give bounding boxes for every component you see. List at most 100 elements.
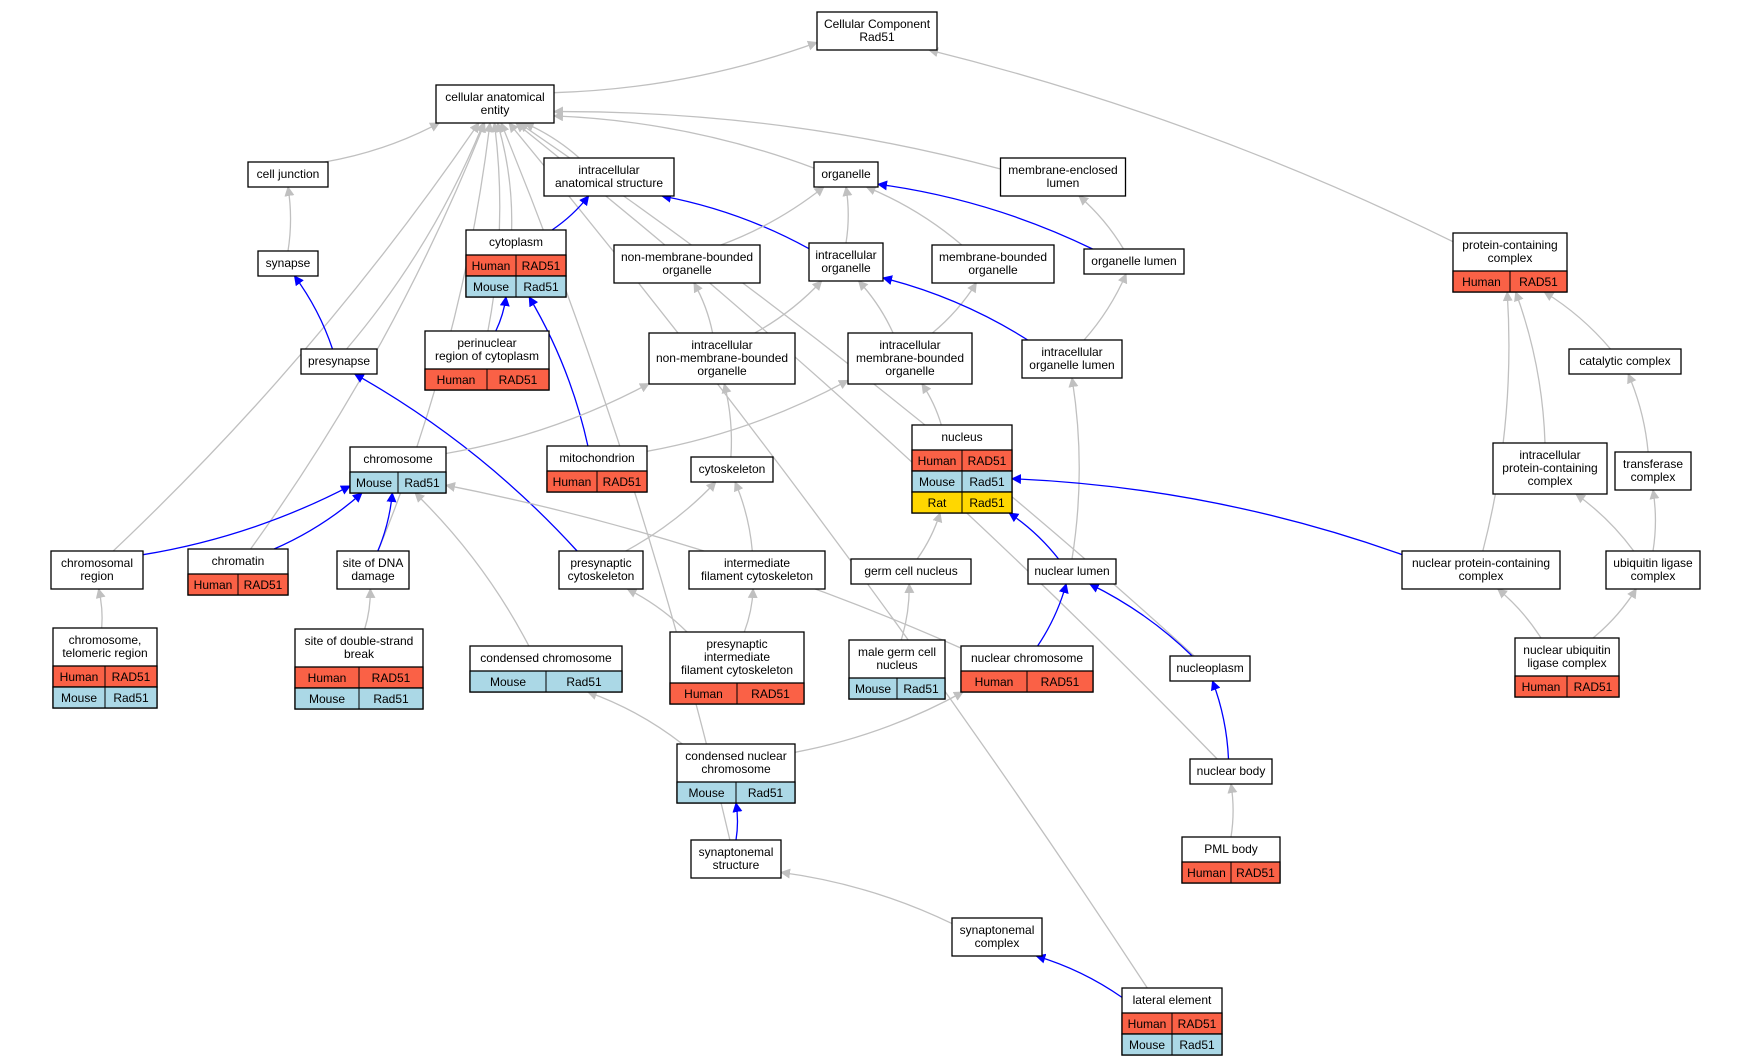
term-node-presynapse[interactable]: presynapse — [300, 348, 378, 375]
term-label: presynapse — [308, 354, 370, 368]
term-box — [816, 11, 938, 51]
term-label: organelle — [968, 263, 1018, 277]
edge-chromregion-to-chromosome — [142, 485, 351, 556]
term-label: organelle lumen — [1091, 254, 1176, 268]
term-node-inmbo[interactable]: intracellularnon-membrane-boundedorganel… — [648, 332, 796, 385]
edge-perinuc-to-cytoplasm — [495, 296, 510, 332]
gene-label: RAD51 — [968, 454, 1007, 468]
term-node-nucbody[interactable]: nuclear body — [1189, 758, 1273, 785]
term-label: intracellular — [1041, 345, 1102, 359]
term-label: synaptonemal — [699, 845, 774, 859]
term-box — [847, 332, 973, 385]
term-label: protein-containing — [1462, 238, 1557, 252]
edge-telomeric-to-chromregion — [95, 588, 106, 629]
term-label: cellular anatomical — [445, 90, 544, 104]
edge-mbo-to-organelle — [865, 185, 963, 246]
term-label: membrane-bounded — [939, 250, 1047, 264]
edge-iol-to-io — [882, 275, 1029, 341]
term-node-catalytic[interactable]: catalytic complex — [1568, 348, 1682, 375]
term-label: entity — [481, 103, 510, 117]
term-node-germnuc[interactable]: germ cell nucleus — [850, 558, 972, 585]
term-label: site of double-strand — [305, 634, 414, 648]
term-label: damage — [351, 569, 395, 583]
edge-nucchrom-to-nuclumen — [1037, 583, 1069, 647]
term-node-celljunction[interactable]: cell junction — [247, 161, 329, 188]
term-label: membrane-bounded — [856, 351, 964, 365]
term-node-nuclumen[interactable]: nuclear lumen — [1027, 558, 1117, 585]
term-label: complex — [975, 936, 1020, 950]
edge-io-to-organelle — [842, 186, 853, 244]
term-node-organelle[interactable]: organelle — [813, 161, 879, 188]
edge-nucleoplasm-to-nuclumen — [1088, 583, 1193, 657]
term-label: break — [344, 647, 375, 661]
term-label: telomeric region — [62, 646, 147, 660]
term-label: intracellular — [815, 248, 876, 262]
term-box — [931, 244, 1055, 284]
gene-label: RAD51 — [244, 578, 283, 592]
term-label: complex — [1488, 251, 1533, 265]
term-label: site of DNA — [343, 556, 404, 570]
species-label: Mouse — [490, 675, 526, 689]
gene-label: RAD51 — [1041, 675, 1080, 689]
edge-presynapse-to-synapse — [293, 275, 334, 350]
term-node-synapse[interactable]: synapse — [257, 250, 319, 277]
term-label: cytoplasm — [489, 235, 543, 249]
term-label: synaptonemal — [960, 923, 1035, 937]
edge-iol-to-ol — [1083, 273, 1128, 341]
term-node-ol[interactable]: organelle lumen — [1083, 248, 1185, 275]
term-node-nucleoplasm[interactable]: nucleoplasm — [1169, 655, 1251, 682]
edge-nucbody-to-nucleoplasm — [1210, 680, 1230, 760]
edge-lateral-to-cae — [508, 122, 1148, 989]
species-label: Rat — [928, 496, 947, 510]
term-label: nuclear protein-containing — [1412, 556, 1550, 570]
term-label: Rad51 — [859, 30, 895, 44]
term-node-cytoskel[interactable]: cytoskeleton — [690, 456, 774, 483]
term-box — [247, 161, 329, 188]
edge-nucbody-to-cae — [515, 122, 1218, 760]
edge-condnucchrom-to-condchrom — [586, 690, 683, 745]
species-label: Human — [553, 475, 592, 489]
term-label: intracellular — [1519, 448, 1580, 462]
edge-ol-to-organelle — [877, 180, 1093, 250]
term-box — [850, 558, 972, 585]
edge-nucubi-to-ubiligase — [1592, 588, 1637, 639]
term-label: intracellular — [879, 338, 940, 352]
term-label: complex — [1631, 569, 1676, 583]
